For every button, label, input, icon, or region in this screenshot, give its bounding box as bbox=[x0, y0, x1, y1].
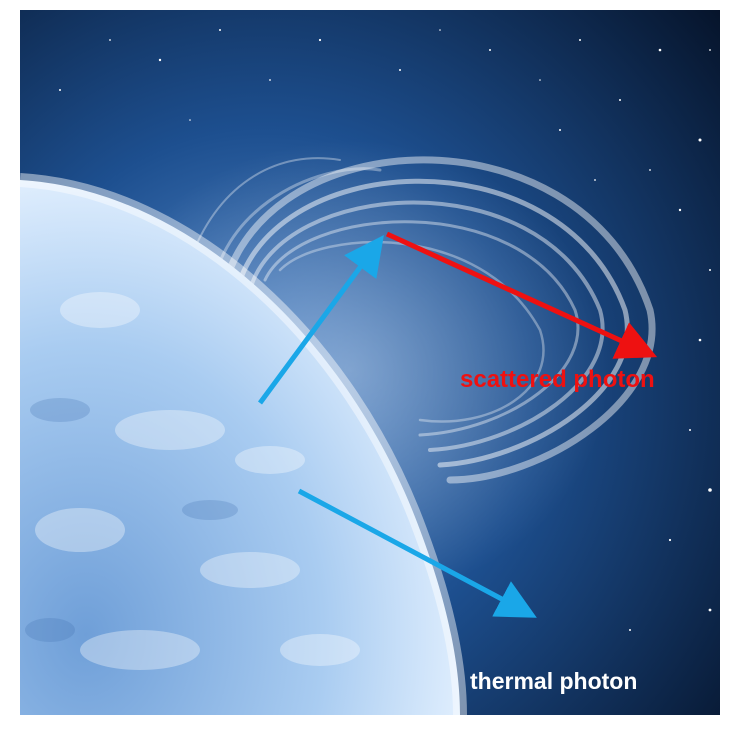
star-surface bbox=[20, 173, 467, 715]
scattered-photon-label: scattered photon bbox=[460, 366, 655, 393]
thermal-photon-label: thermal photon bbox=[470, 668, 638, 694]
star-corona-illustration bbox=[20, 10, 720, 715]
thermal-photon-arrow bbox=[297, 488, 537, 618]
incident-photon-arrow bbox=[257, 234, 384, 405]
star-field bbox=[59, 29, 712, 631]
stellar-scene: scattered photon thermal photon bbox=[20, 10, 720, 715]
scattered-photon-arrow bbox=[385, 231, 658, 359]
